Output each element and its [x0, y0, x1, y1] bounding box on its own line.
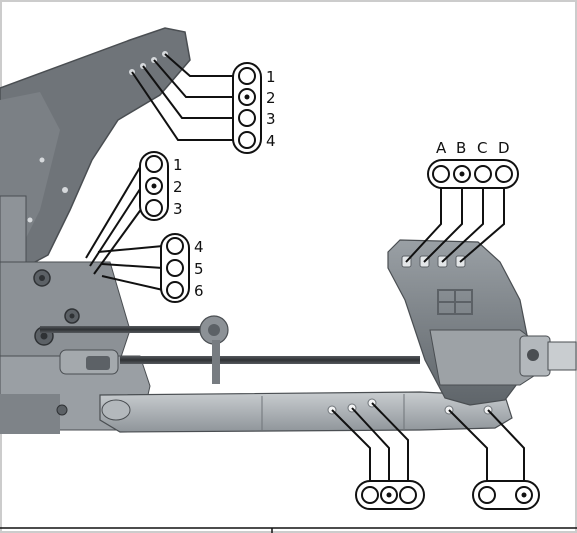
tower-leader-lines [131, 53, 235, 141]
hub-hole-stack: A B C D [427, 139, 519, 189]
inner-label-6: 6 [194, 282, 204, 300]
hub-leader-lines [405, 186, 505, 263]
chassis-block [0, 195, 151, 434]
hub-label-d: D [498, 139, 510, 157]
tower-label-3: 3 [266, 110, 276, 128]
inner-label-3: 3 [173, 200, 183, 218]
hub-label-c: C [477, 139, 487, 157]
bottom-leader-lines [331, 402, 525, 485]
tower-hole-stack: 1 2 3 4 [232, 62, 276, 154]
upright-hub [387, 239, 577, 406]
hub-label-a: A [436, 139, 447, 157]
lower-arm [99, 391, 513, 433]
inner-label-1: 1 [173, 156, 183, 174]
hub-label-b: B [456, 139, 466, 157]
inner-lower-stack: 4 5 6 [160, 233, 204, 303]
turnbuckle-rod [40, 315, 420, 384]
inner-label-2: 2 [173, 178, 183, 196]
arm-inner-stack [355, 480, 425, 510]
tower-label-4: 4 [266, 132, 276, 150]
inner-leader-lines [85, 163, 164, 291]
inner-label-4: 4 [194, 238, 204, 256]
tower-label-1: 1 [266, 68, 276, 86]
inner-upper-stack: 1 2 3 [139, 151, 183, 221]
inner-label-5: 5 [194, 260, 204, 278]
arm-outer-stack [472, 480, 540, 510]
tower-label-2: 2 [266, 89, 276, 107]
